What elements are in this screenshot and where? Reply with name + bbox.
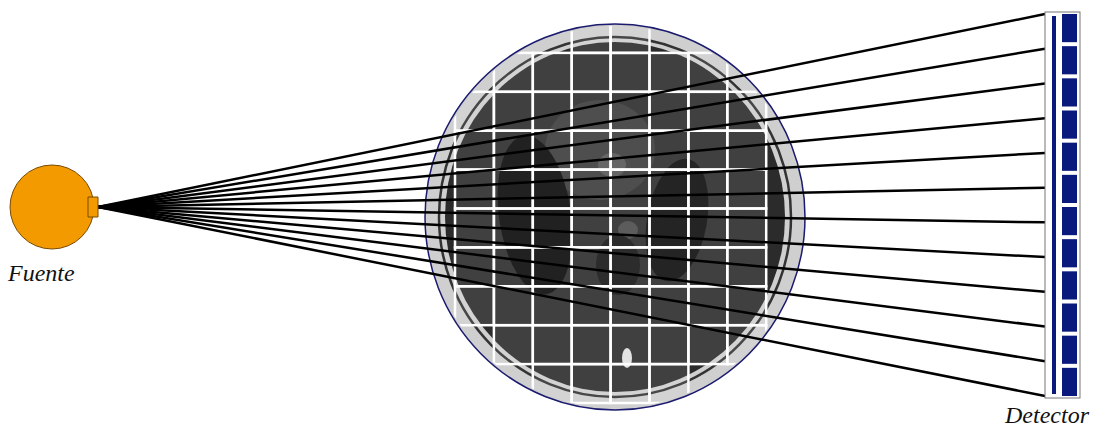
pixel-grid [455,14,766,403]
detector-cell [1062,271,1077,299]
grid-cell [727,325,766,364]
detector-cell [1062,111,1077,139]
x-ray [98,207,1045,327]
grid-cell [572,14,611,53]
detector-cell [1062,78,1077,106]
grid-cell [494,53,533,92]
detector-cell [1062,239,1077,267]
grid-cell [455,170,494,209]
detector-bar [1052,16,1056,394]
detector-cell [1062,207,1077,235]
x-ray-source [8,160,108,260]
source-label: Fuente [8,260,75,286]
detector-cell [1062,304,1077,332]
x-ray [98,49,1045,207]
grid-cell [494,170,533,209]
grid-cell [650,325,689,364]
grid-cell [650,209,689,248]
x-ray [98,188,1045,207]
grid-cell [611,53,650,92]
grid-cell [455,286,494,325]
grid-cell [572,131,611,170]
grid-cell [572,170,611,209]
grid-cell [650,364,689,403]
grid-cell [533,170,572,209]
x-ray [98,207,1045,361]
grid-cell [650,53,689,92]
grid-cell [533,364,572,403]
x-ray [98,207,1045,396]
x-ray [98,207,1045,292]
x-ray [98,118,1045,207]
x-ray [98,153,1045,207]
detector-cell [1062,46,1077,74]
grid-cell [611,325,650,364]
grid-cell [688,209,727,248]
detector-cell [1062,175,1077,203]
grid-cell [650,131,689,170]
grid-cell [455,131,494,170]
source-node: Fuente [8,160,108,290]
grid-cell [688,247,727,286]
grid-cell [533,325,572,364]
grid-cell [494,325,533,364]
detector-cell [1062,336,1077,364]
grid-cell [688,170,727,209]
grid-cell [572,325,611,364]
detector-cell [1062,14,1077,42]
x-ray [98,83,1045,207]
grid-cell [533,286,572,325]
detector-node: Detector [1000,8,1112,430]
grid-cell [572,53,611,92]
detector-cell [1062,143,1077,171]
grid-cell [611,14,650,53]
grid-cell [727,170,766,209]
grid-cell [727,286,766,325]
grid-cell [533,53,572,92]
x-ray [98,14,1045,207]
grid-cell [494,247,533,286]
grid-cell [727,131,766,170]
grid-cell [572,364,611,403]
grid-cell [611,364,650,403]
detector-array [1000,8,1112,403]
grid-cell [455,92,494,131]
detector-label: Detector [1005,402,1089,428]
detector-cell [1062,368,1077,396]
